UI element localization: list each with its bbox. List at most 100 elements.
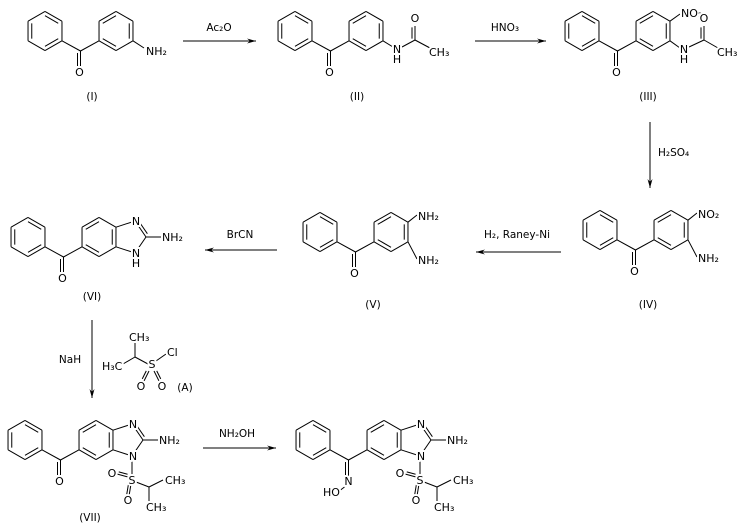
ring-bond xyxy=(348,40,367,52)
bond xyxy=(330,40,350,52)
double-bond xyxy=(138,220,148,234)
double-bond xyxy=(404,473,417,478)
reagent-brcn: BrCN xyxy=(227,229,254,241)
sulfur: S xyxy=(129,474,136,487)
reagent-nah: NaH xyxy=(59,354,81,366)
carbonyl-oxygen: O xyxy=(350,267,359,280)
bond xyxy=(63,246,83,258)
carbonyl-oxygen: O xyxy=(75,66,84,79)
ring-bond xyxy=(581,10,600,22)
arrowhead-icon xyxy=(267,445,276,451)
amino-group: NH₂ xyxy=(698,252,719,265)
ring-bond xyxy=(383,449,402,461)
aromatic-inner-bond xyxy=(24,424,39,433)
aromatic-inner-bond xyxy=(312,447,327,456)
ring-bond xyxy=(294,10,313,22)
imidazole-nitrogen: N xyxy=(132,215,140,228)
ring-bond xyxy=(312,419,331,431)
bond xyxy=(617,40,637,52)
ring-bond xyxy=(98,40,117,52)
methyl-group: CH₃ xyxy=(453,474,473,487)
ring-bond xyxy=(277,40,296,52)
double-bond xyxy=(134,220,147,238)
bond xyxy=(122,356,136,365)
bond xyxy=(135,481,150,488)
sulfonyl-oxygen: O xyxy=(124,494,133,507)
aromatic-inner-bond xyxy=(639,38,654,47)
ring-bond xyxy=(98,10,117,22)
compound-label-II: (II) xyxy=(350,91,364,103)
sulfonyl-oxygen: O xyxy=(108,467,117,480)
ring-bond xyxy=(582,209,601,221)
bond xyxy=(148,479,164,488)
ring-bond xyxy=(653,209,672,221)
ring-bond xyxy=(635,40,654,52)
aromatic-inner-bond xyxy=(657,237,672,246)
ring-bond xyxy=(599,239,618,251)
ring-bond xyxy=(365,10,384,22)
carbonyl-oxygen: O xyxy=(58,272,67,285)
arrowhead-icon xyxy=(476,249,485,255)
double-bond xyxy=(153,370,160,382)
aromatic-inner-bond xyxy=(319,216,334,225)
ring-bond xyxy=(78,419,97,431)
bond xyxy=(407,214,418,223)
bond xyxy=(598,40,618,52)
aromatic-inner-bond xyxy=(102,38,117,47)
methyl-group: CH₃ xyxy=(717,46,737,59)
ring-bond xyxy=(24,419,43,431)
aromatic-inner-bond xyxy=(581,38,596,47)
bond xyxy=(155,353,167,362)
double-bond xyxy=(419,423,432,441)
bond xyxy=(61,40,81,52)
ring-bond xyxy=(652,10,671,22)
amino-group: NH₂ xyxy=(418,210,439,223)
compound-label-A: (A) xyxy=(177,382,192,394)
bond xyxy=(336,241,356,253)
aromatic-inner-bond xyxy=(657,214,672,223)
ring-bond xyxy=(44,40,63,52)
aromatic-inner-bond xyxy=(102,15,117,24)
nitro-group: NO₂ xyxy=(681,7,702,20)
methyl-group: H₃C xyxy=(102,360,123,373)
amide-hydrogen: H xyxy=(393,53,401,66)
ring-bond xyxy=(366,449,385,461)
ring-bond xyxy=(98,246,117,258)
ring-bond xyxy=(302,211,321,223)
ring-bond xyxy=(582,239,601,251)
bond xyxy=(401,39,416,48)
double-bond xyxy=(156,370,162,380)
aromatic-inner-bond xyxy=(24,447,39,456)
bond xyxy=(348,449,368,461)
imidazole-nitrogen: N xyxy=(417,450,425,463)
double-bond xyxy=(141,370,147,380)
aromatic-inner-bond xyxy=(599,214,614,223)
double-bond xyxy=(126,484,129,495)
reagent-ac2o: Ac₂O xyxy=(206,22,231,34)
bond xyxy=(688,39,705,48)
ring-bond xyxy=(581,40,600,52)
bond xyxy=(131,439,144,457)
bond xyxy=(44,246,64,258)
amino-group: NH₂ xyxy=(159,434,180,447)
bond xyxy=(703,39,719,49)
double-bond xyxy=(128,483,132,497)
aromatic-inner-bond xyxy=(639,15,654,24)
ring-bond xyxy=(564,40,583,52)
imidazole-nitrogen: N xyxy=(132,247,140,260)
acetyl-oxygen: O xyxy=(411,12,420,25)
sulfur: S xyxy=(149,358,156,371)
compound-label-V: (V) xyxy=(365,299,380,311)
ring-bond xyxy=(390,211,409,223)
nitro-group: NO₂ xyxy=(698,208,719,221)
aromatic-inner-bond xyxy=(319,239,334,248)
imidazole-nitrogen: N xyxy=(129,418,137,431)
aromatic-inner-bond xyxy=(370,447,385,456)
bond xyxy=(669,13,681,22)
ring-bond xyxy=(81,216,100,228)
ring-bond xyxy=(564,10,583,22)
methyl-group: CH₃ xyxy=(429,46,449,59)
aromatic-inner-bond xyxy=(294,15,309,24)
sulfonyl-oxygen: O xyxy=(137,380,146,393)
